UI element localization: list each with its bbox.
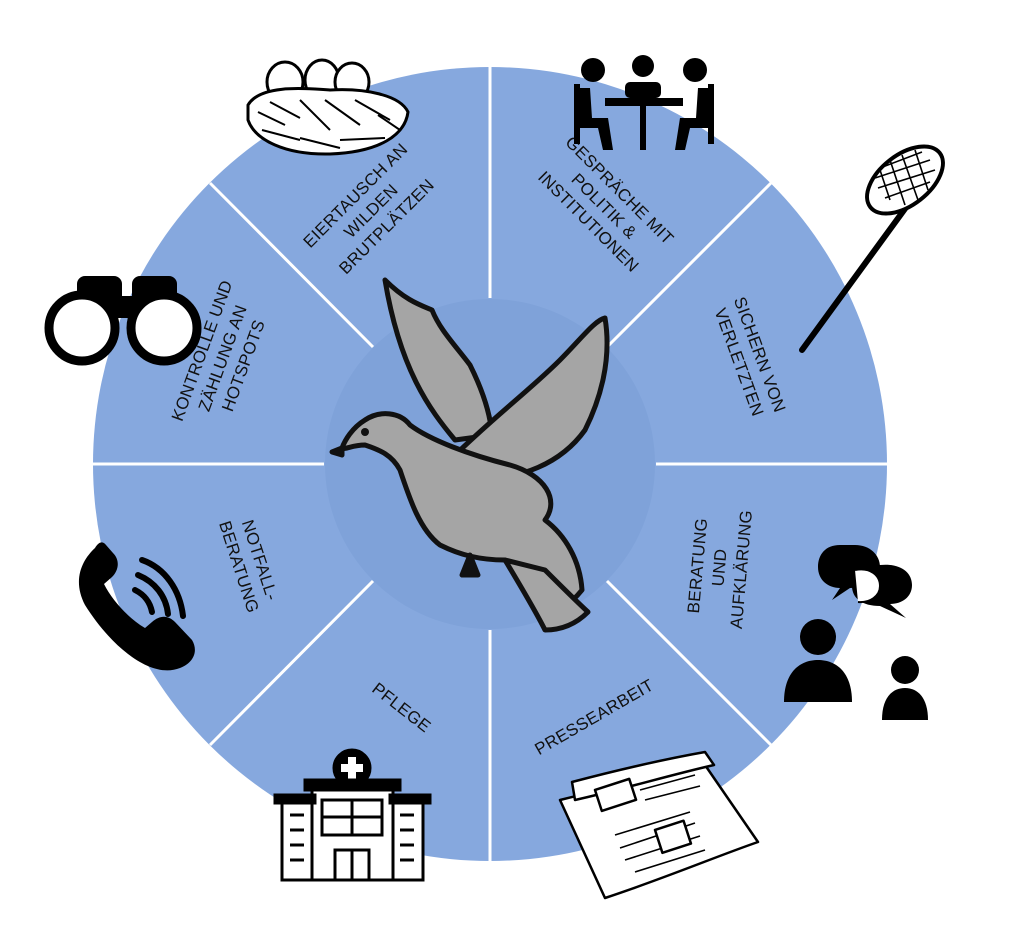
meeting-table-icon — [574, 55, 714, 150]
segment-dividers — [93, 66, 887, 861]
binoculars-icon — [44, 276, 202, 366]
catch-net-icon — [799, 144, 945, 353]
segment-label-line: UND — [708, 548, 730, 587]
newspaper-icon — [558, 750, 760, 900]
pigeon-icon — [329, 277, 610, 633]
hospital-icon — [273, 748, 432, 882]
phone-icon — [78, 542, 195, 671]
nest-eggs-icon — [246, 58, 410, 156]
people-speech-icon — [784, 545, 928, 720]
